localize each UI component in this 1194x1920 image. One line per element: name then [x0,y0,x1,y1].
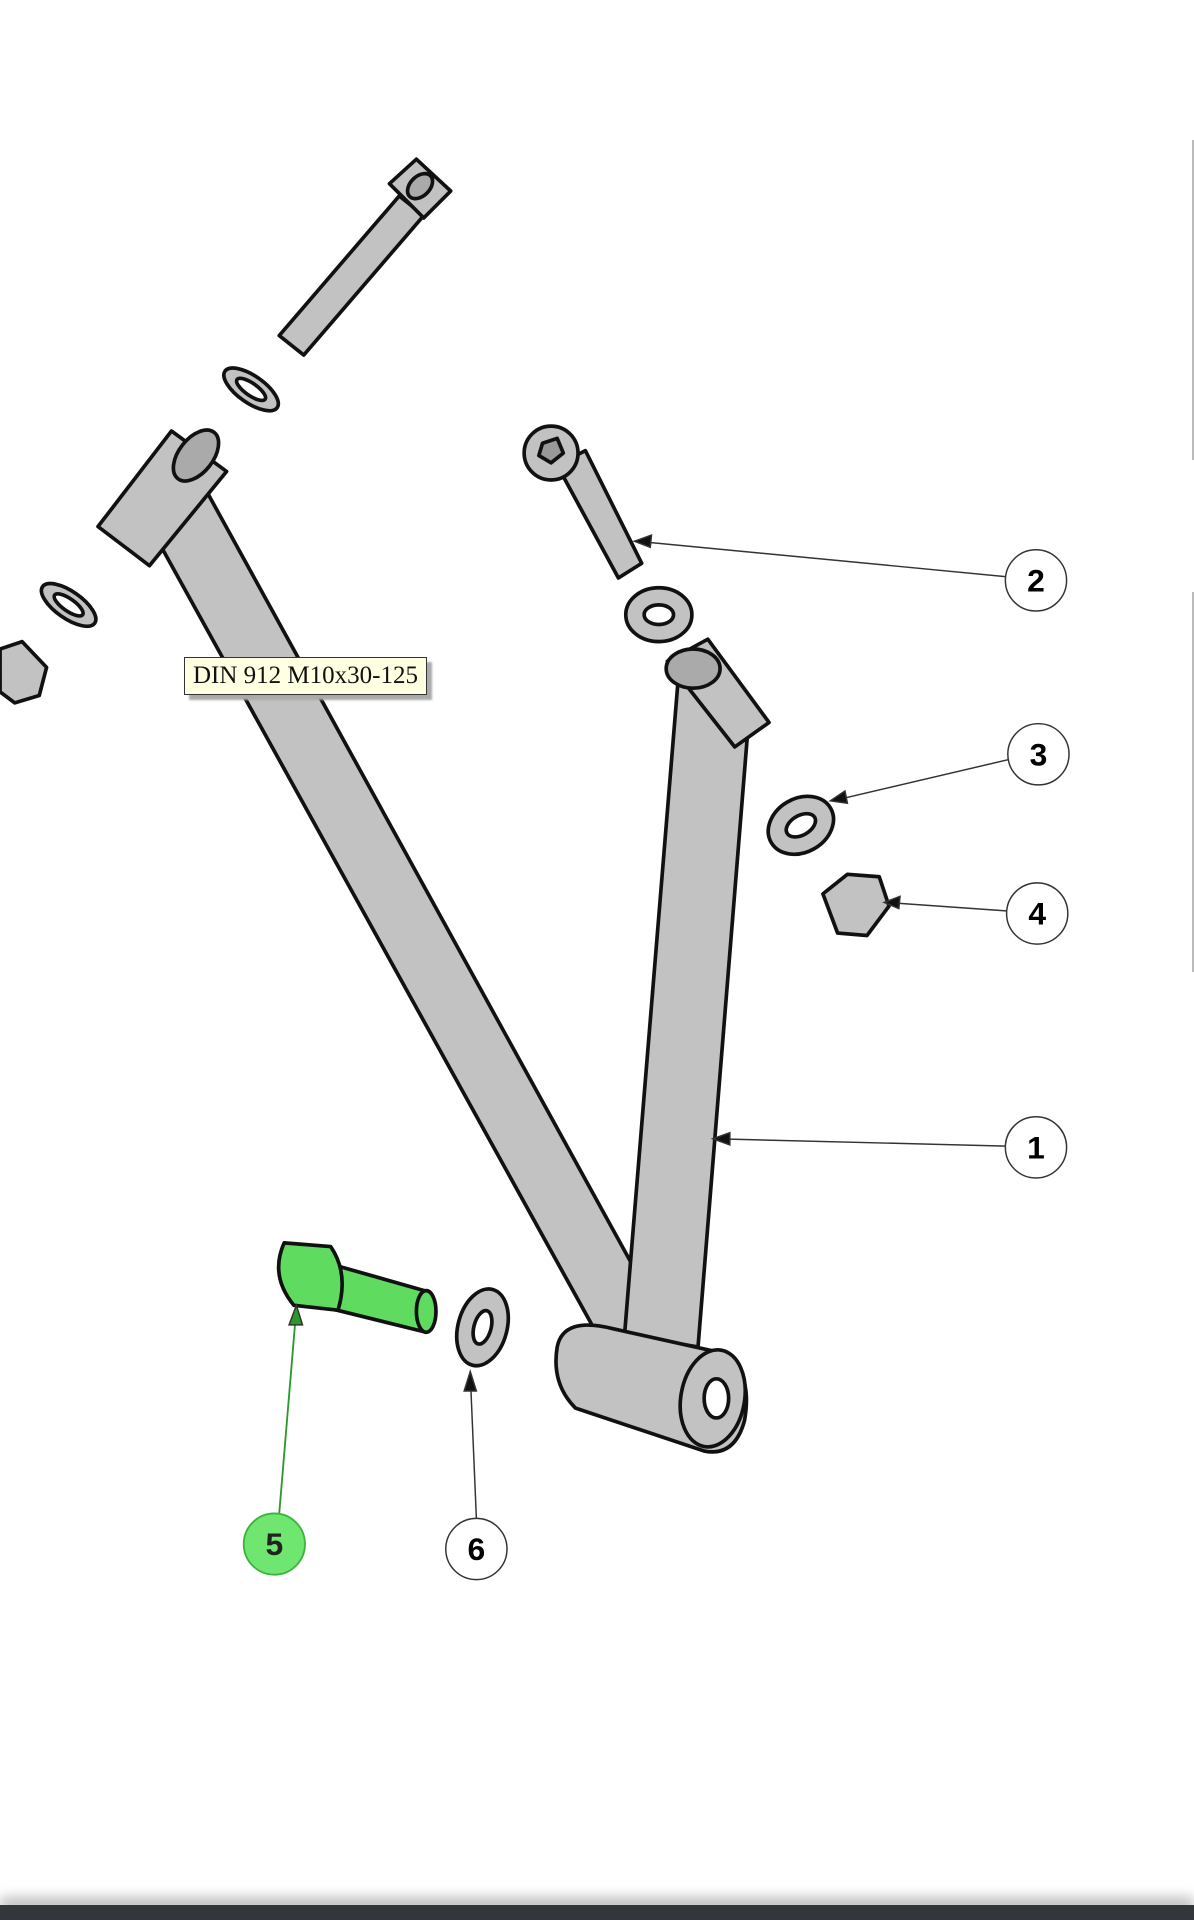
right-edge-panel-border [1192,592,1194,972]
top-bolt[interactable] [277,157,453,357]
callout-4[interactable]: 4 [1005,882,1069,945]
callout-label: 4 [1028,895,1046,931]
washer-part-6[interactable] [449,1283,517,1371]
callout-1[interactable]: 1 [1004,1116,1068,1179]
callout-2[interactable]: 2 [1004,549,1068,612]
part-tooltip: DIN 912 M10x30-125 [184,657,427,695]
nut-part-4[interactable] [821,872,891,938]
callout-label: 5 [265,1526,283,1562]
washer-under-bolt-2[interactable] [623,585,694,644]
bottom-bar [0,1905,1194,1920]
right-edge-divider [1192,140,1194,460]
callout-label: 3 [1030,736,1048,772]
frame-part-1[interactable] [96,422,771,1454]
bolt-part-2[interactable] [522,424,644,580]
callout-label: 6 [468,1531,486,1567]
bolt-part-5[interactable] [276,1241,438,1335]
left-nut[interactable] [0,639,49,705]
washer-part-3[interactable] [758,785,844,866]
callout-3[interactable]: 3 [1007,722,1070,786]
callout-label: 2 [1027,562,1045,598]
callout-label: 1 [1027,1129,1045,1165]
callout-5[interactable]: 5 [242,1512,306,1576]
callout-6[interactable]: 6 [445,1517,508,1581]
